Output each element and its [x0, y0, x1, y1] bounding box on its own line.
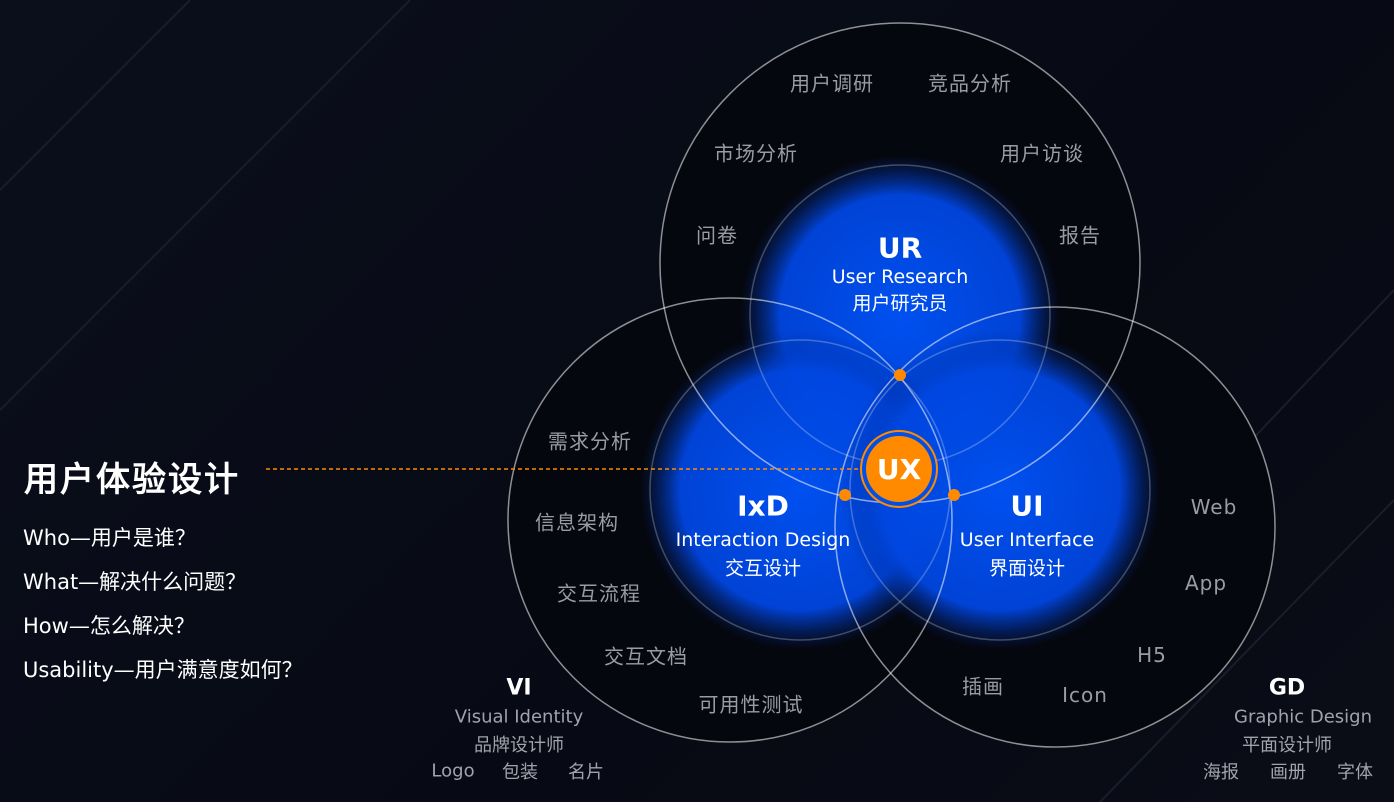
question: How—怎么解决？ [23, 614, 195, 638]
keyword: H5 [1137, 643, 1167, 667]
ixd-en: Interaction Design [675, 529, 851, 551]
vi-item: Logo [431, 760, 475, 782]
ui-glow-circle [840, 330, 1160, 650]
gd-item: 海报 [1203, 762, 1239, 783]
question: Usability—用户满意度如何？ [23, 658, 303, 682]
keyword: 竞品分析 [928, 71, 1012, 96]
ixd-zh: 交互设计 [724, 557, 802, 580]
keyword: 用户访谈 [1000, 141, 1084, 166]
keyword: 需求分析 [548, 429, 632, 454]
gd-en: Graphic Design [1234, 706, 1372, 728]
question: What—解决什么问题？ [23, 570, 247, 594]
ui-zh: 界面设计 [988, 557, 1066, 580]
keyword: 市场分析 [714, 141, 798, 166]
question: Who—用户是谁？ [23, 526, 196, 550]
vi-zh: 品牌设计师 [474, 735, 564, 756]
keyword: 交互文档 [604, 644, 688, 669]
keyword: 交互流程 [557, 581, 641, 606]
keyword: 问卷 [696, 223, 738, 248]
vi-item: 名片 [568, 762, 604, 783]
gd-zh: 平面设计师 [1242, 735, 1332, 756]
ur-abbr: UR [877, 231, 923, 265]
ixd-abbr: IxD [737, 489, 789, 523]
ur-zh: 用户研究员 [852, 292, 948, 315]
vi-en: Visual Identity [454, 706, 584, 728]
keyword: 用户调研 [790, 71, 874, 96]
ur-en: User Research [831, 266, 969, 288]
keyword: 信息架构 [535, 510, 619, 535]
ux-badge: UX [866, 436, 932, 502]
keyword: App [1184, 571, 1228, 595]
keyword: Icon [1062, 683, 1108, 707]
vi-abbr: VI [506, 675, 532, 701]
page-title: 用户体验设计 [24, 460, 240, 500]
gd-abbr: GD [1268, 675, 1306, 701]
vi-item: 包装 [502, 762, 538, 783]
keyword: Web [1190, 495, 1238, 519]
gd-item: 画册 [1270, 762, 1306, 783]
keyword: 插画 [962, 674, 1004, 699]
keyword: 报告 [1059, 223, 1101, 248]
keyword: 可用性测试 [698, 692, 804, 717]
ui-en: User Interface [959, 529, 1095, 551]
ui-abbr: UI [1010, 489, 1044, 523]
gd-item: 字体 [1337, 762, 1373, 783]
